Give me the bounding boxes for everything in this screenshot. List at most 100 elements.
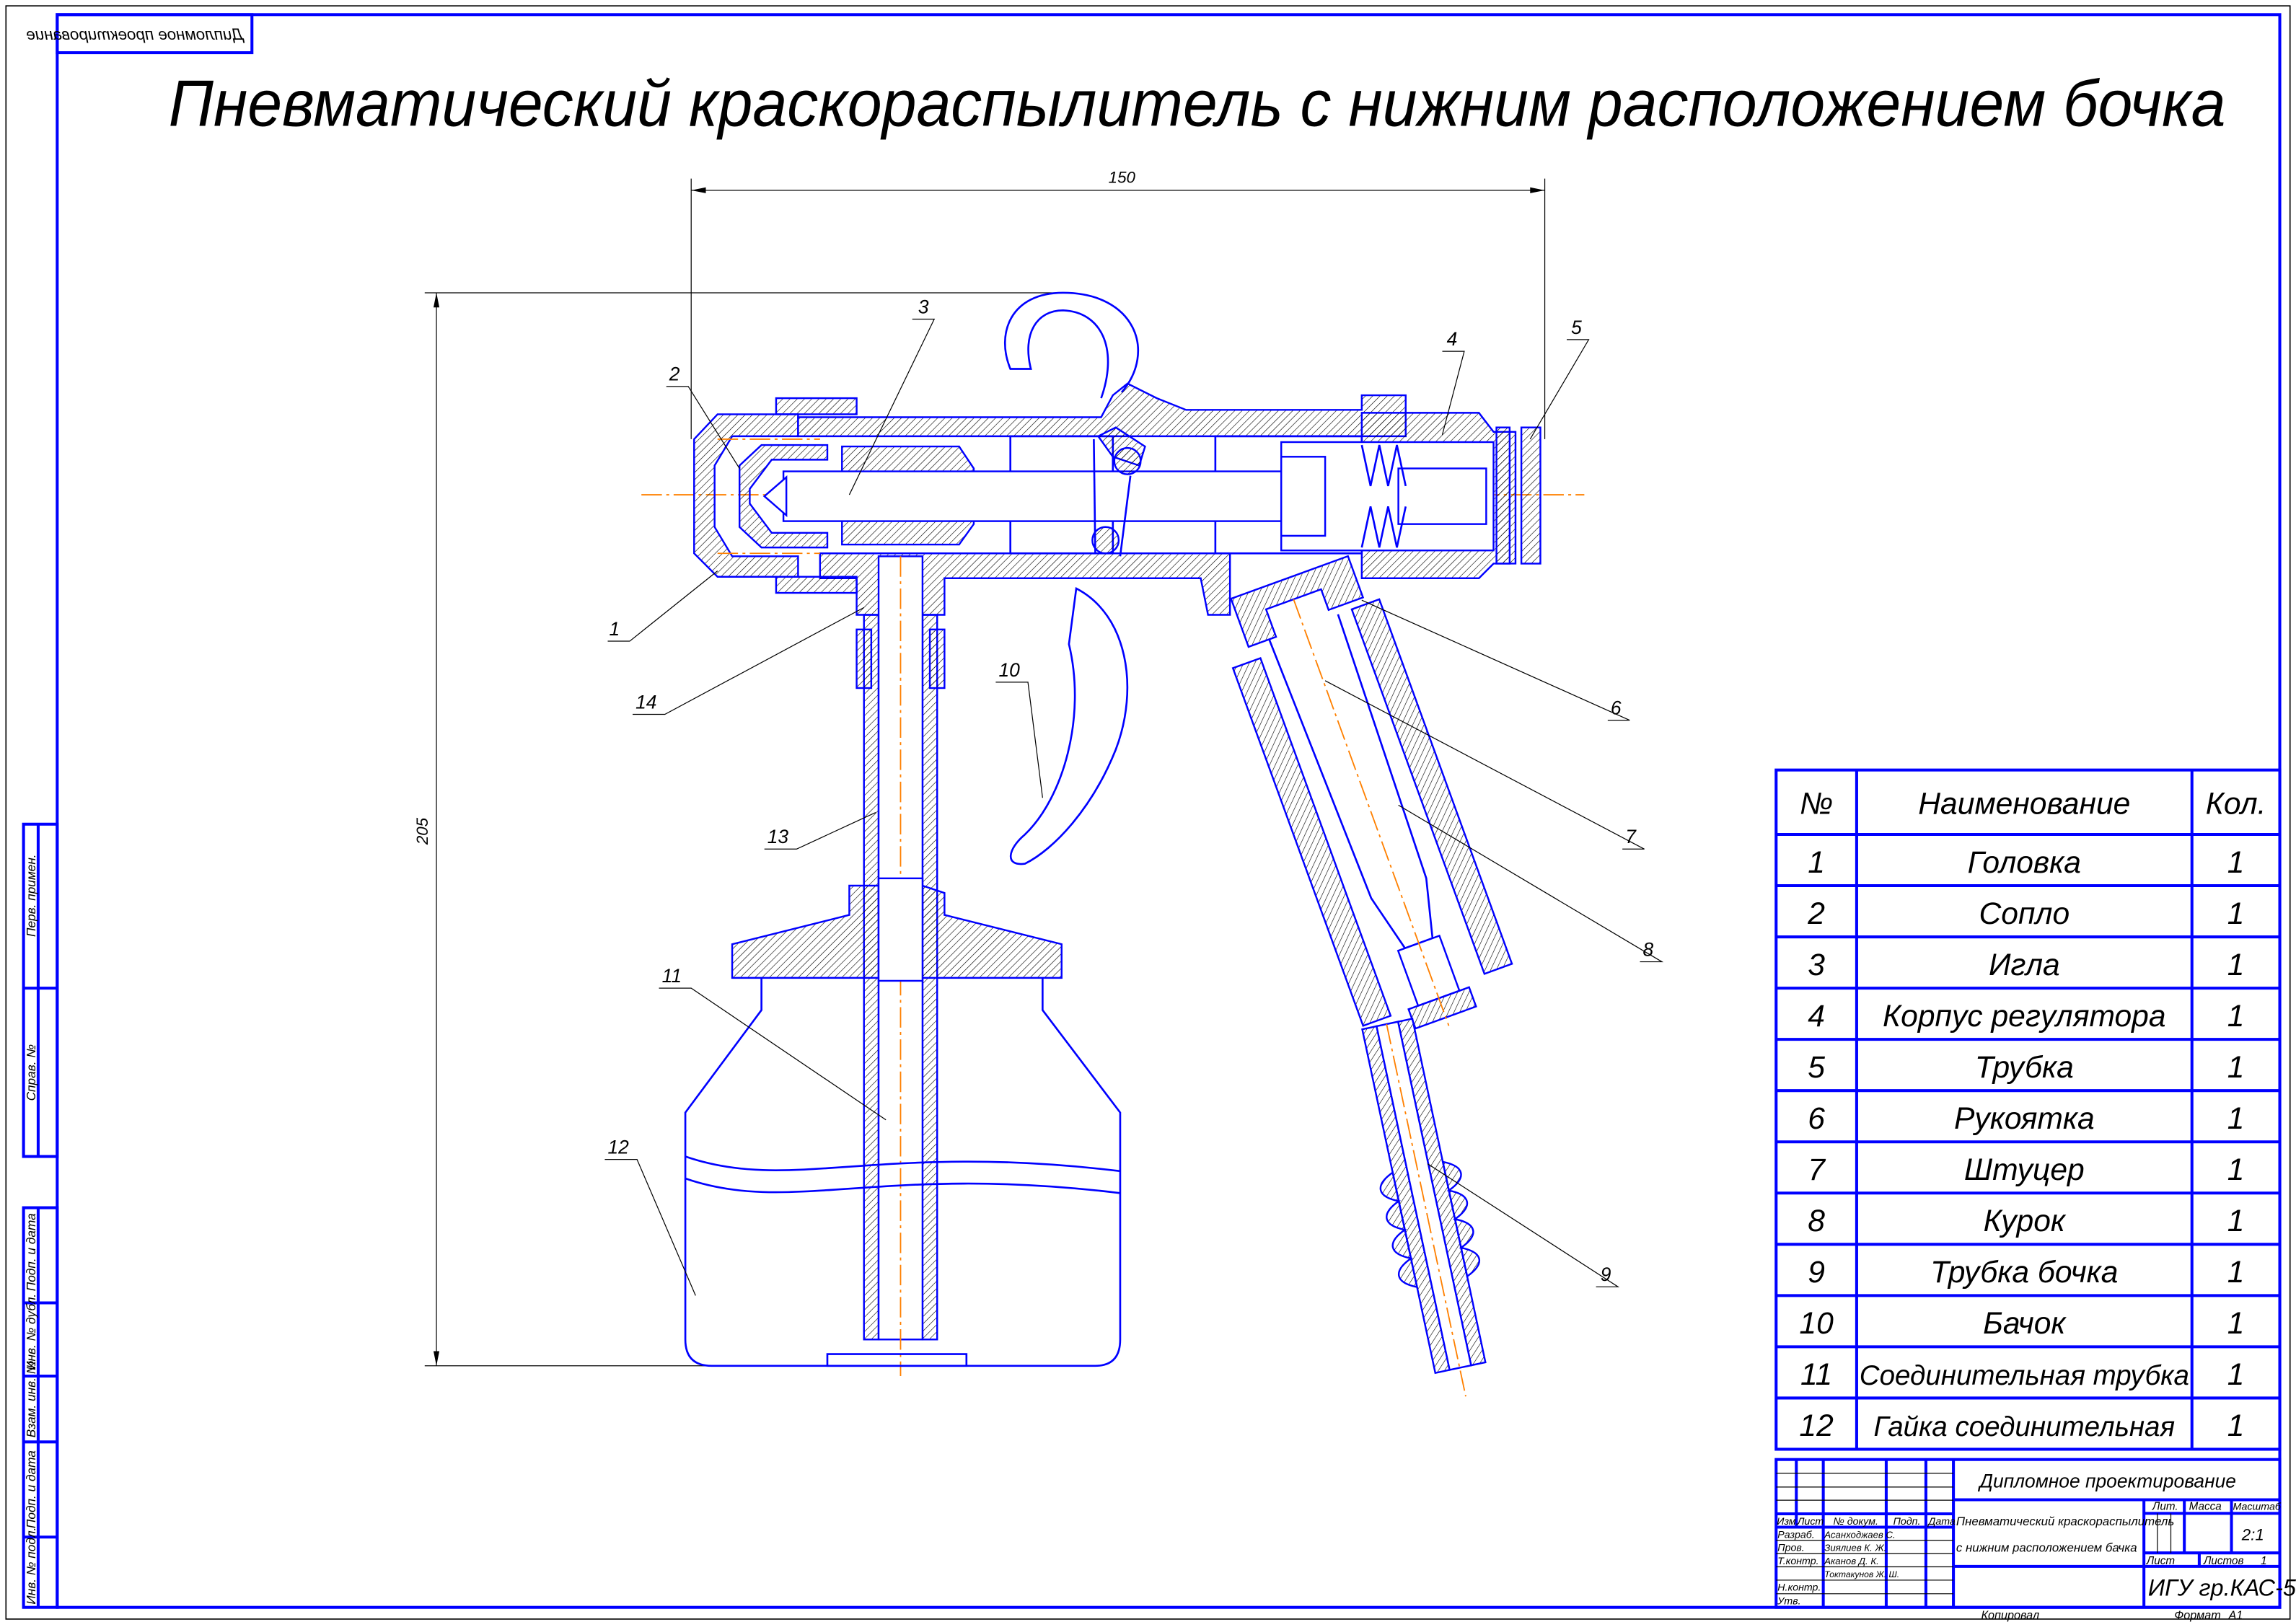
dimension-height-label: 205 [413,817,431,845]
callout-9: 9 [1427,1163,1620,1287]
nozzle-part-2 [738,444,829,549]
spec-table-cell: Трубка [1975,1050,2074,1085]
svg-text:7: 7 [1625,826,1637,847]
mirrored-stamp-box: Дипломное проектирование [26,13,254,55]
spec-table-cell: 1 [1808,845,1825,880]
callout-6: 6 [1361,599,1630,721]
tb-name-3: Аканов Д. К. [1824,1556,1879,1566]
spec-table-cell: Штуцер [1964,1152,2085,1187]
side-stamp-ref-no: Справ. № [24,1044,38,1101]
side-stamps: Перв. примен. Справ. № Подп. и дата Инв.… [22,822,59,1609]
page-title: Пневматический краскораспылитель с нижни… [169,67,2226,141]
callout-10: 10 [995,659,1043,798]
tb-sheet-label: Лист [2146,1555,2175,1567]
svg-text:4: 4 [1447,328,1458,350]
spec-table-cell: 1 [2227,948,2245,982]
spec-table-cell: 12 [1799,1409,1834,1443]
tb-lit-label: Лит. [2152,1501,2178,1513]
callout-3: 3 [848,296,936,495]
side-stamp-first-use: Перв. примен. [24,854,38,937]
copied-label: Копировал [1981,1609,2039,1622]
tb-sheets-label: Листов [2203,1555,2243,1567]
spec-table-cell: 2 [1807,896,1825,931]
spec-table-cell: Корпус регулятора [1883,999,2166,1033]
svg-text:12: 12 [608,1136,630,1158]
svg-text:2: 2 [669,363,680,385]
title-block: Изм. Лист № докум. Подп. Дата Разраб. Пр… [1774,1458,2296,1622]
svg-text:14: 14 [635,691,656,713]
tb-name-2: Зиялиев К. Ж. [1824,1543,1886,1553]
spec-table-cell: 6 [1808,1101,1825,1136]
tb-scale-value: 2:1 [2241,1525,2264,1543]
spec-table-border [1774,768,2282,1451]
side-stamp-orig-inv: Инв. № подл. [24,1528,38,1605]
mirrored-stamp-text: Дипломное проектирование [26,25,245,43]
spec-table-cell: 1 [2227,1306,2245,1341]
spec-table-cell: 3 [1808,948,1825,982]
dimension-width: 150 [690,169,1546,439]
spec-table-header: Наименование [1918,787,2130,821]
spec-table-cell: Гайка соединительная [1874,1411,2176,1442]
spec-table-cell: 1 [2227,1357,2245,1392]
tb-role-tech-control: Т.контр. [1777,1556,1818,1567]
tb-role-developer: Разраб. [1777,1529,1814,1541]
tb-scale-label: Масштаб [2233,1502,2282,1513]
tb-mass-label: Масса [2189,1501,2222,1513]
tb-name-4: Токтакунов Ж. Ш. [1824,1569,1899,1579]
spec-table-cell: 1 [2227,1255,2245,1290]
spec-table-cell: Курок [1984,1204,2067,1238]
svg-text:1: 1 [610,618,620,640]
tb-col-date: Дата [1927,1516,1956,1528]
tb-project: Дипломное проектирование [1977,1470,2236,1491]
callout-11: 11 [659,965,887,1121]
tb-sheets-value: 1 [2261,1555,2266,1567]
spec-table-header: Кол. [2206,787,2266,821]
spec-table-cell: 4 [1808,999,1825,1033]
svg-text:3: 3 [918,296,929,317]
callout-1: 1 [607,570,718,642]
svg-text:11: 11 [662,965,682,987]
spray-gun-section [641,291,1585,1397]
tb-drawing-name-2: с нижним расположением бачка [1956,1541,2137,1555]
tb-col-change: Изм. [1777,1516,1798,1528]
spec-table-cell: 10 [1799,1306,1834,1341]
spec-table-cell: 5 [1808,1050,1825,1085]
handle-part-6 [1230,555,1513,1030]
spec-table-cell: 1 [2227,1204,2245,1238]
spec-table-cell: Головка [1968,845,2081,880]
spec-table-cell: 9 [1808,1255,1825,1290]
tb-col-docno: № докум. [1833,1516,1878,1528]
callout-7: 7 [1324,680,1645,850]
tb-role-norm-control: Н.контр. [1777,1582,1821,1593]
callout-4: 4 [1441,328,1465,436]
side-stamp-sign-date-2: Подп. и дата [24,1450,38,1528]
outer-trim-frame [5,5,2291,1620]
spec-table-cell: 1 [2227,1101,2245,1136]
spec-table-cell: 1 [2227,1050,2245,1085]
spec-table-cell: Трубка бочка [1930,1255,2118,1290]
spec-table-cell: Сопло [1979,896,2070,931]
spec-table-cell: 11 [1800,1357,1832,1392]
svg-text:6: 6 [1611,697,1622,719]
dimension-height: 205 [413,292,1062,1367]
side-stamp-dup-inv: Инв. № дубл. [24,1294,38,1370]
spec-table-cell: 1 [2227,896,2245,931]
tb-organization: ИГУ гр.КАС-51 [2148,1574,2296,1600]
format-label: Формат [2174,1609,2220,1622]
spec-table-cell: Бачок [1983,1306,2067,1341]
spec-table-cell: 1 [2227,1152,2245,1187]
svg-text:13: 13 [767,826,789,847]
spec-table-cell: 1 [2227,1409,2245,1443]
tb-name-1: Асанходжаев С. [1824,1529,1895,1540]
callout-2: 2 [666,363,740,469]
tb-role-approved: Утв. [1777,1596,1800,1608]
needle-part-3 [782,470,1283,522]
callout-12: 12 [604,1136,696,1296]
svg-text:8: 8 [1643,938,1654,960]
tb-col-sign: Подп. [1893,1516,1921,1528]
format-value: А1 [2227,1609,2243,1622]
spec-table-cell: 7 [1808,1152,1826,1187]
tank-tube-part-9 [1361,1017,1487,1397]
